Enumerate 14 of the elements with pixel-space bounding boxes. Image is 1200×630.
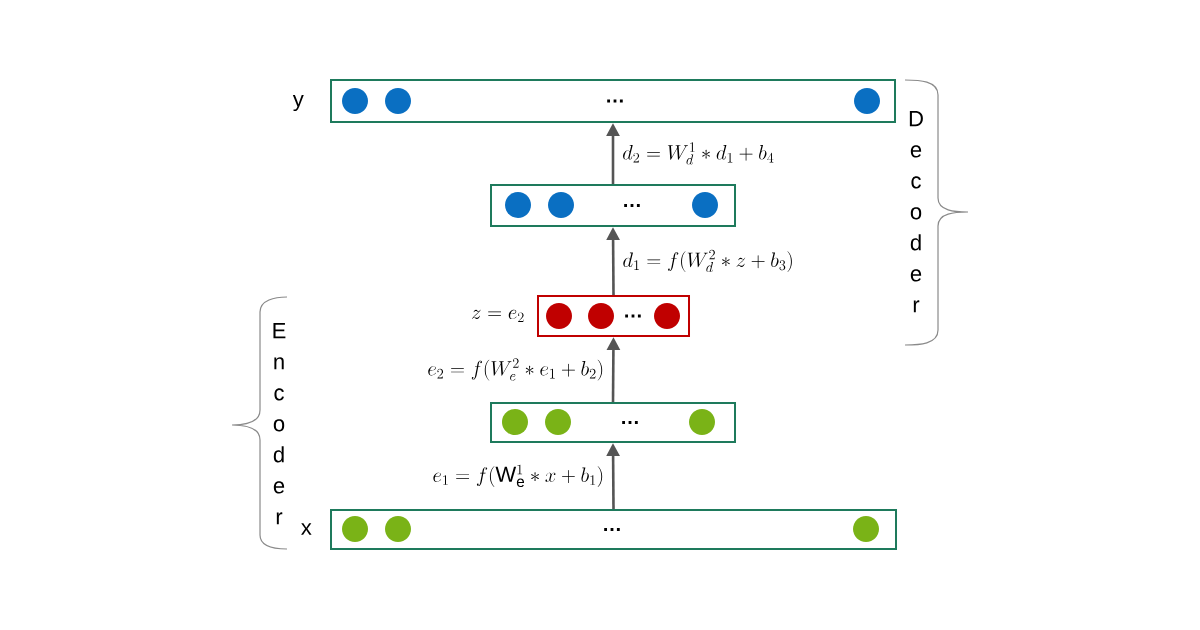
layer-box: … xyxy=(490,184,736,227)
layer-box: … xyxy=(330,79,896,123)
layer-label: y xyxy=(292,94,304,112)
edge-label: $e_1 = f(\mathrm{W}_\mathrm{e}^1 \ast x + b_1)$ xyxy=(433,464,603,488)
layer-box: … xyxy=(537,295,690,337)
layer-label: x xyxy=(301,523,312,535)
edge-label: $d_1 = f(W_d^2 \ast z + b_3)$ xyxy=(623,249,792,273)
vertical-label: Decoder xyxy=(909,111,923,313)
layer-label: $z = e_2$ xyxy=(471,309,524,323)
layer-box: … xyxy=(490,402,736,443)
vertical-label: Encoder xyxy=(273,323,286,525)
edge-label: $e_2 = f(W_e^2 \ast e_1 + b_2)$ xyxy=(428,358,603,381)
layer-box: … xyxy=(330,509,897,550)
edge-label: $d_2 = W_d^1 \ast d_1 + b_4$ xyxy=(623,142,774,165)
